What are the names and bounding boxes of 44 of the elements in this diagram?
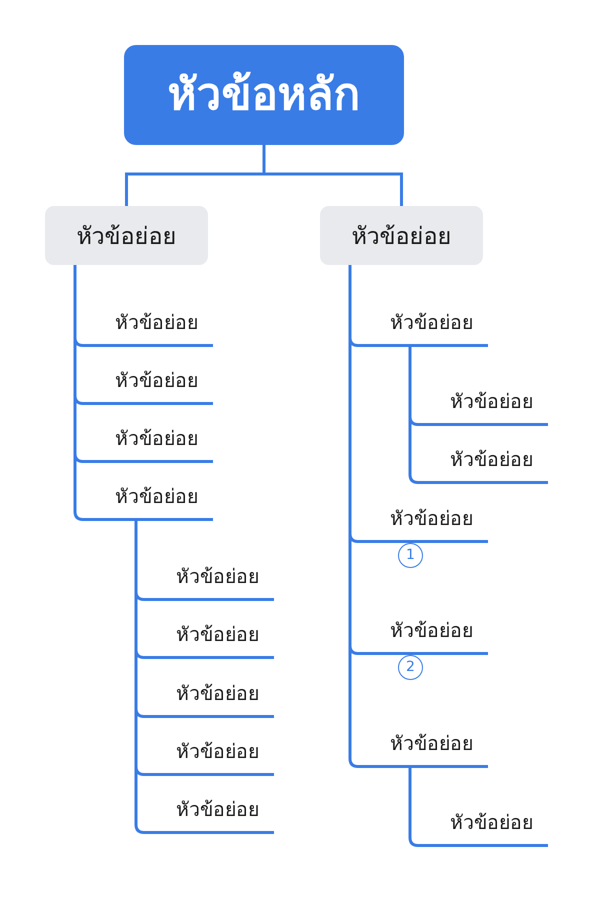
underlined-topic: [146, 682, 274, 718]
underlined-topic: [85, 427, 213, 463]
numbered-marker: 2: [398, 655, 423, 680]
connector-line: [74, 265, 86, 521]
topic-label: หัวข้อย่อย: [176, 565, 259, 589]
topic-label: หัวข้อย่อย: [176, 682, 259, 706]
underlined-topic: [420, 390, 548, 426]
underlined-topic: [146, 798, 274, 834]
topic-label: หัวข้อย่อย: [115, 427, 198, 451]
topic-label: หัวข้อย่อย: [450, 390, 533, 414]
subtopic-label: หัวข้อย่อย: [352, 220, 452, 250]
connector-line: [408, 346, 420, 484]
connector-line: [408, 766, 420, 847]
underlined-topic: [360, 507, 488, 543]
topic-label: หัวข้อย่อย: [390, 311, 473, 335]
topic-label: หัวข้อย่อย: [176, 623, 259, 647]
subtopic-label: หัวข้อย่อย: [76, 220, 176, 250]
topic-label: หัวข้อย่อย: [115, 311, 198, 335]
subtopic-box: [320, 206, 483, 265]
underlined-topic: [146, 565, 274, 601]
topic-label: หัวข้อย่อย: [115, 369, 198, 393]
main-topic-title: หัวข้อหลัก: [168, 68, 360, 122]
topic-label: หัวข้อย่อย: [115, 485, 198, 509]
topic-label: หัวข้อย่อย: [390, 732, 473, 756]
underlined-topic: [360, 311, 488, 347]
underlined-topic: [360, 732, 488, 768]
underlined-topic: [420, 811, 548, 847]
numbered-marker: 1: [398, 543, 423, 568]
underlined-topic: [85, 485, 213, 521]
topic-label: หัวข้อย่อย: [390, 619, 473, 643]
underlined-topic: [146, 740, 274, 776]
topic-label: หัวข้อย่อย: [450, 811, 533, 835]
underlined-topic: [420, 448, 548, 484]
underlined-topic: [146, 623, 274, 659]
underlined-topic: [85, 311, 213, 347]
underlined-topic: [360, 619, 488, 655]
connector-line: [134, 520, 146, 834]
subtopic-box: [45, 206, 208, 265]
topic-label: หัวข้อย่อย: [450, 448, 533, 472]
main-topic-box: [124, 45, 404, 145]
topic-label: หัวข้อย่อย: [390, 507, 473, 531]
topic-label: หัวข้อย่อย: [176, 740, 259, 764]
topic-label: หัวข้อย่อย: [176, 798, 259, 822]
underlined-topic: [85, 369, 213, 405]
